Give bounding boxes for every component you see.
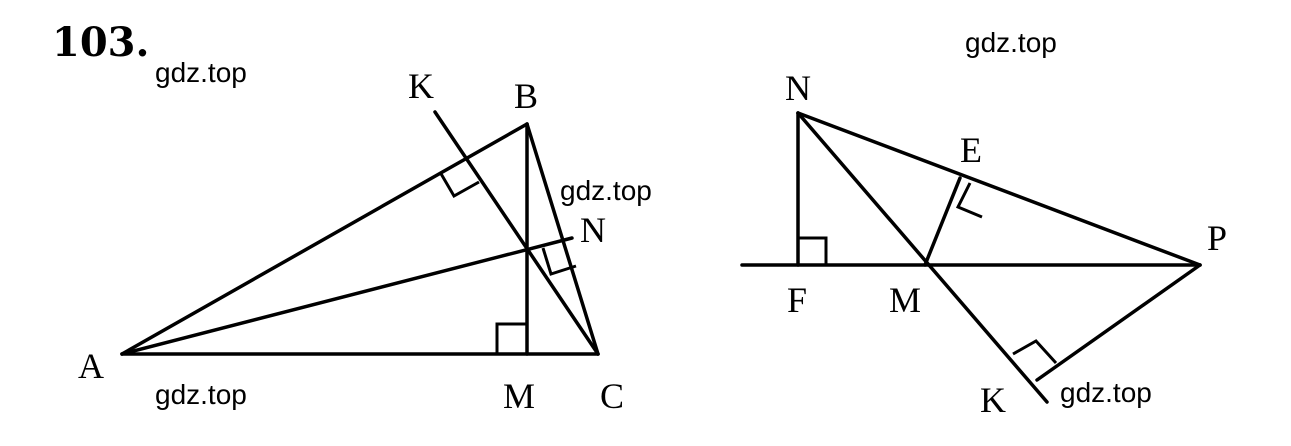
label-a: A — [78, 346, 104, 386]
right-angle-mark-m — [495, 322, 527, 354]
line-an — [120, 236, 574, 356]
right-angle-mark-e — [955, 182, 983, 219]
figure2: N E P F M K — [740, 68, 1227, 420]
watermark-5: gdz.top — [1060, 377, 1152, 408]
label-b: B — [514, 76, 538, 116]
label-f: F — [787, 280, 807, 320]
watermark-1: gdz.top — [155, 57, 247, 88]
line-nk — [796, 111, 1049, 404]
label-p: P — [1207, 218, 1227, 258]
label-n: N — [580, 210, 606, 250]
right-angle-mark-k — [438, 171, 480, 199]
label-n2: N — [785, 68, 811, 108]
label-k: K — [408, 66, 434, 106]
watermark-4: gdz.top — [155, 379, 247, 410]
figure1: A B C K M N — [78, 66, 624, 416]
segment-ab — [120, 122, 529, 356]
problem-number: 103. — [52, 19, 149, 66]
label-m2: M — [889, 280, 921, 320]
label-m: M — [503, 376, 535, 416]
label-e: E — [960, 130, 982, 170]
label-c: C — [600, 376, 624, 416]
segment-pk — [1035, 263, 1202, 382]
right-angle-mark-k2 — [1012, 339, 1058, 365]
watermark-3: gdz.top — [560, 175, 652, 206]
line-kc — [433, 110, 600, 356]
segment-me — [923, 176, 962, 267]
right-angle-mark-f — [798, 236, 828, 265]
watermark-2: gdz.top — [965, 27, 1057, 58]
label-k2: K — [980, 380, 1006, 420]
segment-np — [796, 111, 1202, 267]
right-angle-mark-n — [541, 247, 577, 276]
